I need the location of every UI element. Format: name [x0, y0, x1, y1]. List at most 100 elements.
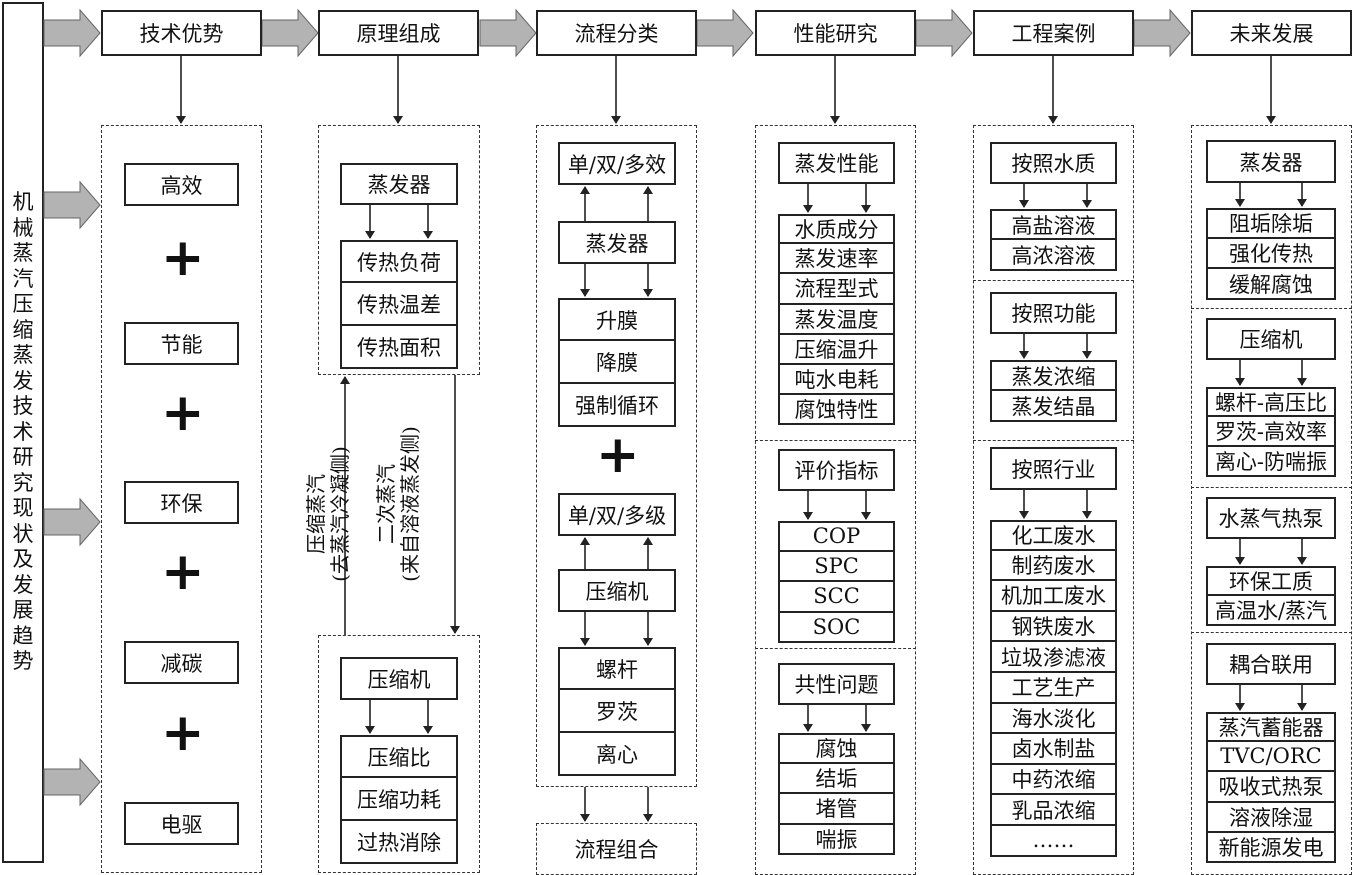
- eval-item: COP: [778, 521, 895, 552]
- title-char: 术: [12, 419, 34, 444]
- section-divider: [1191, 632, 1352, 633]
- heat-pump-box: 水蒸气热泵: [1206, 497, 1336, 539]
- evaporator-principle-panel: [318, 125, 480, 375]
- industry-item: 乳品浓缩: [990, 795, 1117, 826]
- title-char: 蒸: [12, 241, 34, 266]
- evap-item: 蒸发速率: [778, 244, 895, 275]
- common-item: 堵管: [778, 794, 895, 825]
- block-arrow-icon: [479, 8, 537, 58]
- label: 二次蒸汽: [374, 464, 398, 544]
- header-2: 流程分类: [536, 10, 697, 56]
- plus-icon: +: [161, 703, 205, 763]
- compressor-type: 离心: [558, 733, 676, 776]
- compressor-factor: 压缩功耗: [340, 778, 458, 821]
- evaporator-factor: 传热面积: [340, 326, 458, 369]
- coupling-item: TVC/ORC: [1206, 742, 1336, 773]
- block-arrow-icon: [43, 497, 101, 547]
- header-0: 技术优势: [101, 10, 262, 56]
- title-char: 汽: [12, 266, 34, 291]
- title-char: 展: [12, 598, 34, 623]
- title-char: 技: [12, 394, 34, 419]
- block-arrow-icon: [915, 8, 973, 58]
- future-evaporator-item: 阻垢除垢: [1206, 208, 1336, 239]
- process-panel: [536, 125, 697, 787]
- function-item: 蒸发浓缩: [990, 360, 1117, 391]
- title-char: 及: [12, 547, 34, 572]
- evap-item: 压缩温升: [778, 334, 895, 365]
- evap-item: 水质成分: [778, 214, 895, 245]
- advantage-3: 减碳: [124, 641, 239, 684]
- sublabel: (去蒸汽冷凝侧): [328, 446, 352, 582]
- evaporator-type: 强制循环: [558, 384, 676, 427]
- plus-icon: +: [161, 383, 205, 443]
- advantage-0: 高效: [124, 163, 239, 206]
- industry-item: 工艺生产: [990, 673, 1117, 704]
- water-item: 高浓溶液: [990, 240, 1117, 271]
- evaporator-type: 升膜: [558, 298, 676, 341]
- header-5: 未来发展: [1191, 10, 1352, 56]
- future-compressor-item: 罗茨-高效率: [1206, 417, 1336, 447]
- block-arrow-icon: [43, 757, 101, 807]
- block-arrow-icon: [43, 180, 101, 230]
- water-item: 高盐溶液: [990, 209, 1117, 240]
- sublabel: (来自溶液蒸发侧): [398, 426, 422, 582]
- evap-item: 吨水电耗: [778, 365, 895, 396]
- compressor-factor: 过热消除: [340, 821, 458, 864]
- title-char: 压: [12, 292, 34, 317]
- evaluation-box: 评价指标: [778, 449, 895, 491]
- coupling-item: 吸收式热泵: [1206, 772, 1336, 803]
- industry-item: 海水淡化: [990, 703, 1117, 735]
- industry-item: 垃圾渗滤液: [990, 642, 1117, 673]
- industry-item: 机加工废水: [990, 581, 1117, 612]
- section-divider: [755, 440, 916, 441]
- header-1: 原理组成: [318, 10, 479, 56]
- title-char: 研: [12, 445, 34, 470]
- title-char: 状: [12, 521, 34, 546]
- common-item: 腐蚀: [778, 733, 895, 764]
- compressor-principle-panel: [318, 635, 480, 873]
- plus-icon: +: [596, 425, 640, 485]
- water-quality-box: 按照水质: [990, 142, 1117, 184]
- evaporator-type: 降膜: [558, 341, 676, 384]
- coupling-box: 耦合联用: [1206, 643, 1336, 685]
- advantages-panel: [101, 125, 262, 873]
- title-char: 究: [12, 470, 34, 495]
- future-evaporator-item: 缓解腐蚀: [1206, 269, 1336, 301]
- industry-item: 中药浓缩: [990, 764, 1117, 796]
- common-item: 结垢: [778, 763, 895, 794]
- industry-item: ……: [990, 826, 1117, 857]
- block-arrow-icon: [261, 8, 319, 58]
- effect-box: 单/双/多效: [558, 142, 676, 185]
- common-item: 喘振: [778, 824, 895, 855]
- section-divider: [973, 280, 1134, 281]
- block-arrow-icon: [696, 8, 754, 58]
- title-char: 发: [12, 368, 34, 393]
- block-arrow-icon: [1133, 8, 1191, 58]
- title-char: 缩: [12, 317, 34, 342]
- advantage-1: 节能: [124, 322, 239, 365]
- evaporator-factor: 传热温差: [340, 283, 458, 326]
- compressor-type: 罗茨: [558, 690, 676, 733]
- compressor-factor: 压缩比: [340, 735, 458, 778]
- eval-item: SOC: [778, 612, 895, 643]
- advantage-2: 环保: [124, 481, 239, 524]
- evap-performance-box: 蒸发性能: [778, 142, 895, 184]
- future-evaporator-item: 强化传热: [1206, 238, 1336, 270]
- compressor-box: 压缩机: [340, 657, 458, 700]
- secondary-steam-label: 二次蒸汽(来自溶液蒸发侧): [374, 374, 426, 634]
- stage-box: 单/双/多级: [558, 493, 676, 536]
- coupling-item: 蒸汽蓄能器: [1206, 712, 1336, 743]
- coupling-item: 新能源发电: [1206, 832, 1336, 863]
- title-char: 势: [12, 649, 34, 674]
- section-divider: [1191, 308, 1352, 309]
- industry-box: 按照行业: [990, 447, 1117, 490]
- future-evaporator-box: 蒸发器: [1206, 140, 1336, 183]
- title-char: 械: [12, 215, 34, 240]
- evap-item: 蒸发温度: [778, 304, 895, 335]
- common-issue-box: 共性问题: [778, 663, 895, 705]
- coupling-item: 溶液除湿: [1206, 802, 1336, 833]
- heat-pump-item: 环保工质: [1206, 566, 1336, 596]
- future-compressor-item: 离心-防喘振: [1206, 447, 1336, 477]
- title-char: 机: [12, 190, 34, 215]
